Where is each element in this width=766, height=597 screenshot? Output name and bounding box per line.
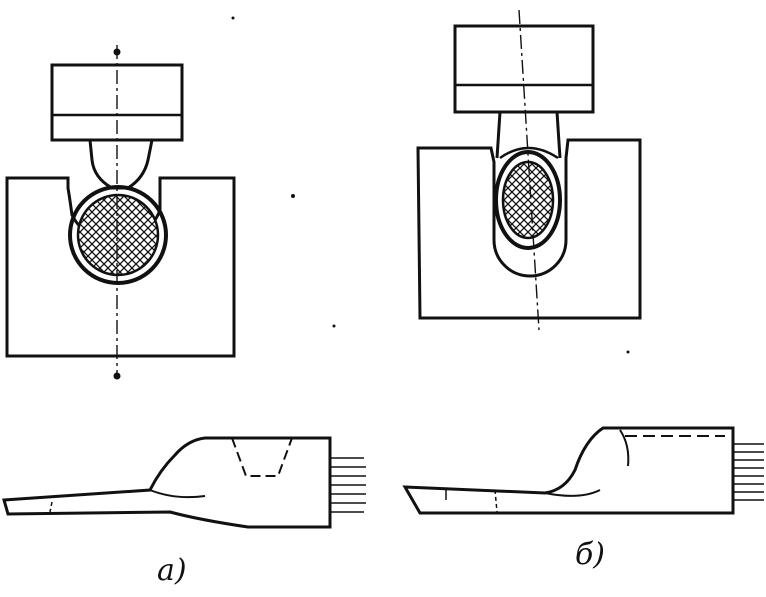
caption-b: б) bbox=[575, 537, 606, 572]
punch-tip-a bbox=[88, 139, 154, 190]
conductor-insulation-a bbox=[68, 185, 168, 285]
punch-stem-b bbox=[495, 111, 562, 159]
conductor-strands-b bbox=[501, 160, 555, 240]
crimp-indent-a bbox=[231, 437, 293, 477]
conductor-insulation-b bbox=[494, 150, 562, 250]
figure-a-cross-section bbox=[5, 45, 236, 380]
figure-b-cross-section bbox=[416, 9, 642, 331]
cable-lug-a bbox=[2, 436, 366, 529]
punch-block-b bbox=[453, 24, 595, 114]
die-b bbox=[416, 138, 642, 320]
caption-a: а) bbox=[157, 553, 187, 588]
cable-lug-b bbox=[402, 426, 764, 515]
wire-strands-b bbox=[733, 443, 764, 501]
axis-line-b bbox=[518, 9, 540, 331]
conductor-strands-a bbox=[76, 193, 160, 277]
wire-strands-a bbox=[330, 457, 366, 513]
scan-specks bbox=[231, 16, 630, 354]
